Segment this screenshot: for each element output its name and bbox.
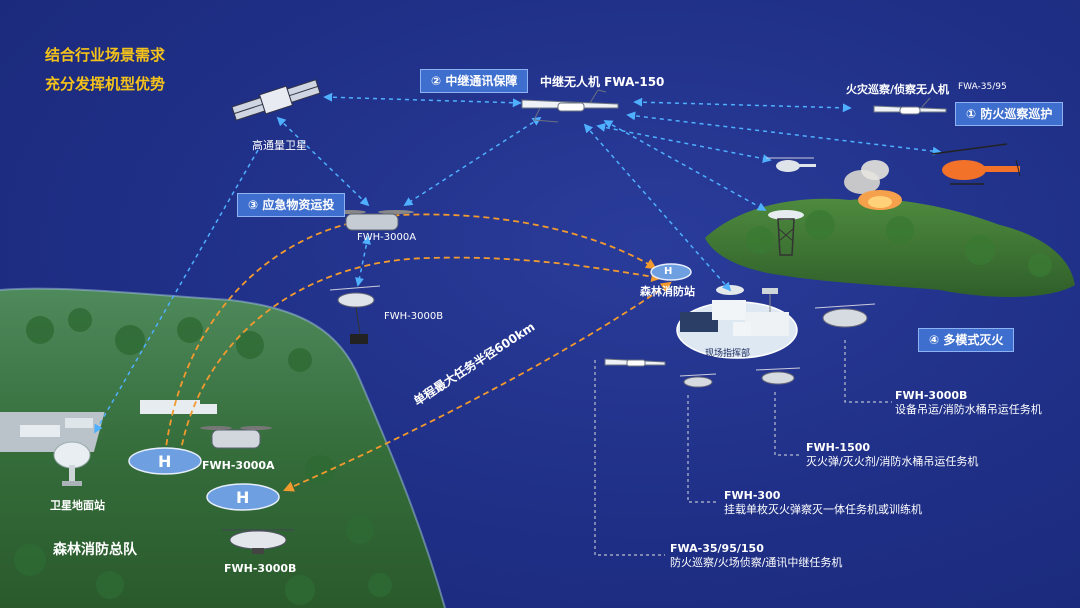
forest-trees [14,308,392,605]
patrol-uav-label: 火灾巡察/侦察无人机 [846,83,950,96]
mission-fwh1500-desc: 灭火弹/灭火剂/消防水桶吊运任务机 [806,455,979,468]
mission-leaders [594,340,892,556]
fwh3000a-base-label: FWH-3000A [202,459,275,472]
command-vehicle-label: 现场指挥部 [705,349,751,359]
mission-fwh1500: FWH-1500 灭火弹/灭火剂/消防水桶吊运任务机 [806,441,978,469]
patrol-uav-model: FWA-35/95 [958,82,1007,92]
mission-aircraft [604,303,876,388]
relay-uav-graphic [521,89,619,123]
satellite-graphic [231,79,321,121]
range-arcs [164,213,672,492]
fire-smoke [844,160,902,210]
headline-line-1: 结合行业场景需求 [45,46,166,64]
mission-fwa-model: FWA-35/95/150 [670,542,764,555]
helipad-base-2 [206,483,280,511]
fwh3000a-air-label: FWH-3000A [357,232,417,243]
helipad-forest-station-h: H [664,266,673,277]
orange-helicopter-graphic [931,143,1021,185]
radar-tower [768,210,804,256]
mission-fwh300-desc: 挂载单枚灭火弹察灭一体任务机或训练机 [724,503,922,516]
mission-fwh3000b-desc: 设备吊运/消防水桶吊运任务机 [895,403,1042,416]
command-vehicle-platform [676,285,798,359]
fwh3000a-base-graphic [200,426,272,449]
ground-station-label: 卫星地面站 [50,499,105,512]
tag-emergency-supply: ③ 应急物资运投 [237,193,346,217]
mission-fwh1500-model: FWH-1500 [806,441,871,454]
fwh3000a-air-graphic [330,210,414,231]
mission-fwh3000b: FWH-3000B 设备吊运/消防水桶吊运任务机 [895,389,1042,417]
small-uav-heli-graphic [766,157,816,172]
fire-island [705,198,1075,297]
headline-line-2: 充分发挥机型优势 [45,75,166,93]
helipad-base-2-h: H [236,488,250,507]
tag-multi-mode: ④ 多模式灭火 [918,328,1015,352]
forest-station-label: 森林消防站 [640,285,695,298]
mission-fwh3000b-model: FWH-3000B [895,389,968,402]
satellite-label: 高通量卫星 [252,139,307,152]
tag-relay-comm: ② 中继通讯保障 [420,69,529,93]
fwh3000b-air-label: FWH-3000B [384,311,444,322]
tag-fire-patrol: ① 防火巡察巡护 [955,102,1064,126]
fwh3000b-air-graphic [329,285,381,344]
forest-hq-label: 森林消防总队 [53,542,137,558]
relay-uav-label: 中继无人机 FWA-150 [540,75,665,89]
mission-fwa: FWA-35/95/150 防火巡察/火场侦察/通讯中继任务机 [670,542,842,570]
mission-fwh300-model: FWH-300 [724,489,781,502]
mission-fwa-desc: 防火巡察/火场侦察/通讯中继任务机 [670,556,843,569]
satellite-dish [53,441,91,486]
patrol-uav-graphic [873,97,947,115]
helipad-forest-station [650,263,692,281]
fwh3000b-base-graphic [222,529,294,554]
mission-fwh300: FWH-300 挂载单枚灭火弹察灭一体任务机或训练机 [724,489,922,517]
helipad-base-1-h: H [158,452,172,471]
comm-links [94,92,942,434]
fwh3000b-base-label: FWH-3000B [224,562,297,575]
helipad-base-1 [128,447,202,475]
